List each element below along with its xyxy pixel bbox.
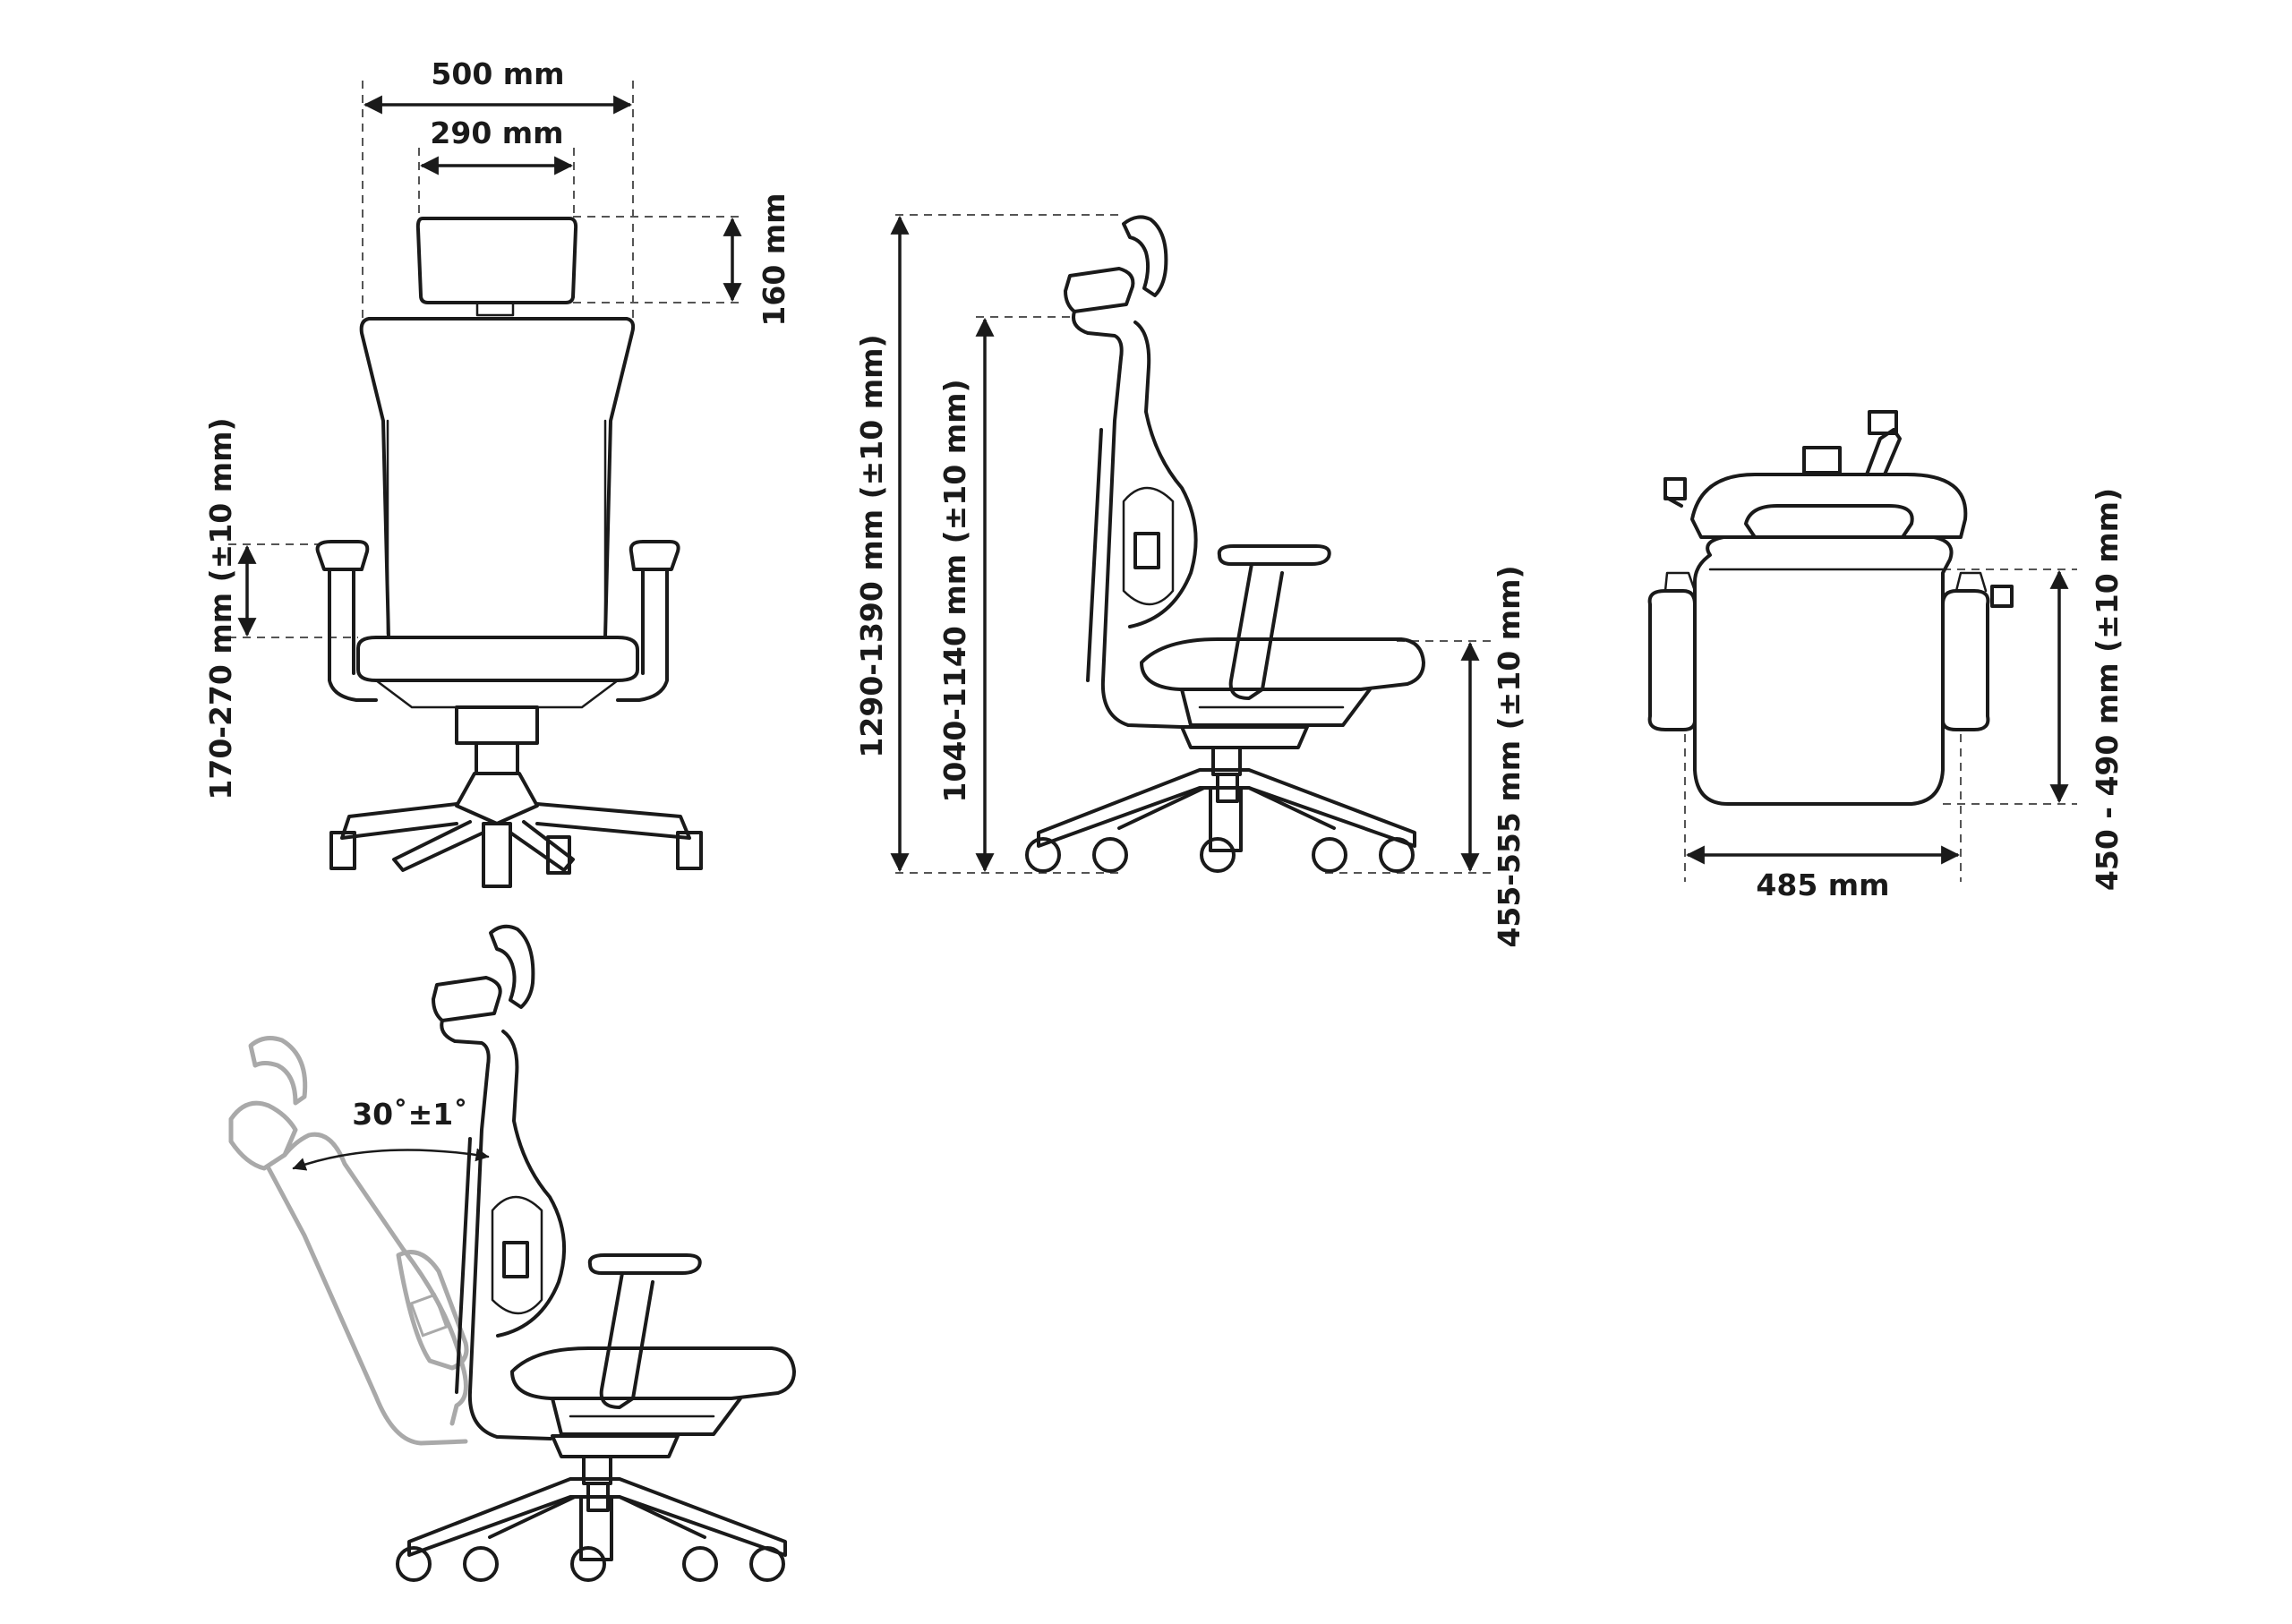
recline-chair-drawing	[396, 924, 796, 1582]
recline-angle-arc	[292, 1148, 490, 1171]
backrest-top-height-label: 1040-1140 mm (±10 mm)	[937, 379, 972, 802]
top-chair-drawing	[1647, 410, 2014, 806]
seat-depth-label: 450 - 490 mm (±10 mm)	[2090, 488, 2125, 891]
recline-angle-label: 30˚±1˚	[352, 1097, 468, 1132]
armrest-height-label: 170-270 mm (±10 mm)	[203, 417, 238, 799]
top-view: 485 mm 450 - 490 mm (±10 mm)	[1647, 410, 2125, 902]
headrest-height-label: 160 mm	[757, 192, 791, 326]
overall-width-label: 500 mm	[431, 56, 564, 91]
front-chair-drawing	[315, 217, 703, 888]
seat-height-label: 455-555 mm (±10 mm)	[1492, 565, 1527, 947]
front-view: 500 mm 290 mm 160 mm 170-270 mm (±10 mm)	[203, 56, 791, 888]
total-height-label: 1290-1390 mm (±10 mm)	[854, 334, 889, 757]
seat-width-label: 485 mm	[1756, 868, 1889, 902]
side-view: 1290-1390 mm (±10 mm) 1040-1140 mm (±10 …	[854, 214, 1527, 948]
backrest-width-label: 290 mm	[430, 115, 563, 150]
recline-view: 30˚±1˚	[228, 924, 796, 1582]
side-chair-drawing	[1025, 215, 1425, 873]
